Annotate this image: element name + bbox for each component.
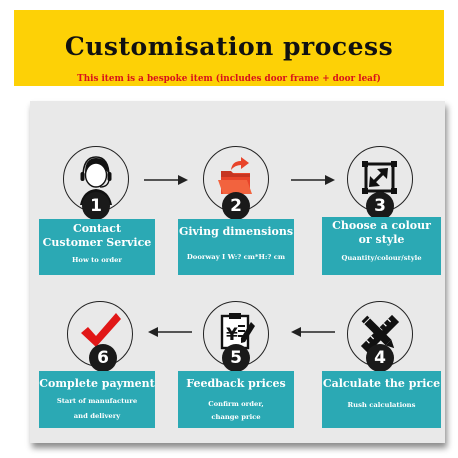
step-4-card: Calculate the price Rush calculations (322, 371, 441, 428)
step-2-title: Giving dimensions (178, 225, 294, 238)
step-6-number: 6 (89, 344, 117, 372)
pencil-ruler-icon (360, 314, 400, 354)
checkmark-icon (81, 313, 121, 347)
step-6-card: Complete payment Start of manufacture an… (39, 371, 155, 428)
step-2-card: Giving dimensions Doorway I W:? cm*H:? c… (178, 219, 294, 275)
folder-dimensions-icon (218, 157, 252, 194)
page-subtitle: This item is a bespoke item (includes do… (77, 74, 381, 84)
step-5-circle: ¥ (203, 301, 269, 367)
step-5-card: Feedback prices Confirm order, change pr… (178, 371, 294, 428)
step-5-number: 5 (222, 344, 250, 372)
step-4-number: 4 (366, 344, 394, 372)
step-1-card: Contact Customer Service How to order (39, 219, 155, 275)
step-5-detail-line2: change price (211, 413, 261, 421)
arrow-left-icon (148, 327, 192, 337)
step-6-detail-line2: and delivery (73, 412, 121, 420)
step-1-number: 1 (82, 192, 110, 220)
step-3-card: Choose a colour or style Quantity/colour… (322, 217, 441, 275)
step-5-title: Feedback prices (186, 377, 286, 390)
step-2-number: 2 (222, 192, 250, 220)
step-1-title: Contact (72, 222, 122, 235)
step-4-title: Calculate the price (322, 377, 441, 390)
step-3-title: Choose a colour (332, 219, 431, 232)
step-4-detail: Rush calculations (347, 401, 416, 409)
svg-text:¥: ¥ (226, 325, 238, 345)
arrow-right-icon (144, 175, 188, 185)
step-5-detail: Confirm order, (208, 400, 264, 408)
step-6-detail: Start of manufacture (56, 397, 138, 405)
step-1-title-line2: Customer Service (42, 236, 152, 249)
page-title: Customisation process (64, 32, 394, 61)
step-6-title: Complete payment (39, 377, 155, 390)
arrow-left-icon (291, 327, 335, 337)
step-3-title-line2: or style (358, 233, 405, 246)
resize-icon (362, 161, 397, 194)
step-1-detail: How to order (72, 256, 122, 264)
step-3-detail: Quantity/colour/style (341, 254, 422, 262)
step-3-number: 3 (366, 192, 394, 220)
arrow-right-icon (291, 175, 335, 185)
step-2-detail: Doorway I W:? cm*H:? cm (186, 253, 286, 261)
header-banner: Customisation process This item is a bes… (14, 10, 444, 86)
